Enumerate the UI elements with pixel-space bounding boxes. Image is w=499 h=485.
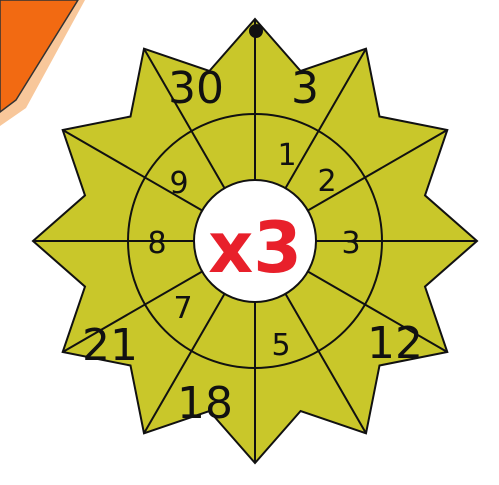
outer-number-3: 3 (291, 63, 319, 114)
inner-number-3: 3 (341, 226, 360, 261)
inner-number-1: 1 (277, 138, 296, 173)
outer-number-12: 12 (367, 318, 423, 369)
inner-number-5: 5 (271, 328, 290, 363)
hanging-hole (249, 24, 263, 38)
inner-number-7: 7 (173, 291, 192, 326)
outer-number-30: 30 (168, 63, 224, 114)
outer-number-18: 18 (177, 378, 233, 429)
outer-number-21: 21 (82, 320, 138, 371)
multiplier-label: x3 (208, 207, 302, 289)
orange-decoration (0, 0, 78, 112)
inner-number-2: 2 (317, 164, 336, 199)
inner-number-9: 9 (169, 166, 188, 201)
inner-number-8: 8 (147, 226, 166, 261)
